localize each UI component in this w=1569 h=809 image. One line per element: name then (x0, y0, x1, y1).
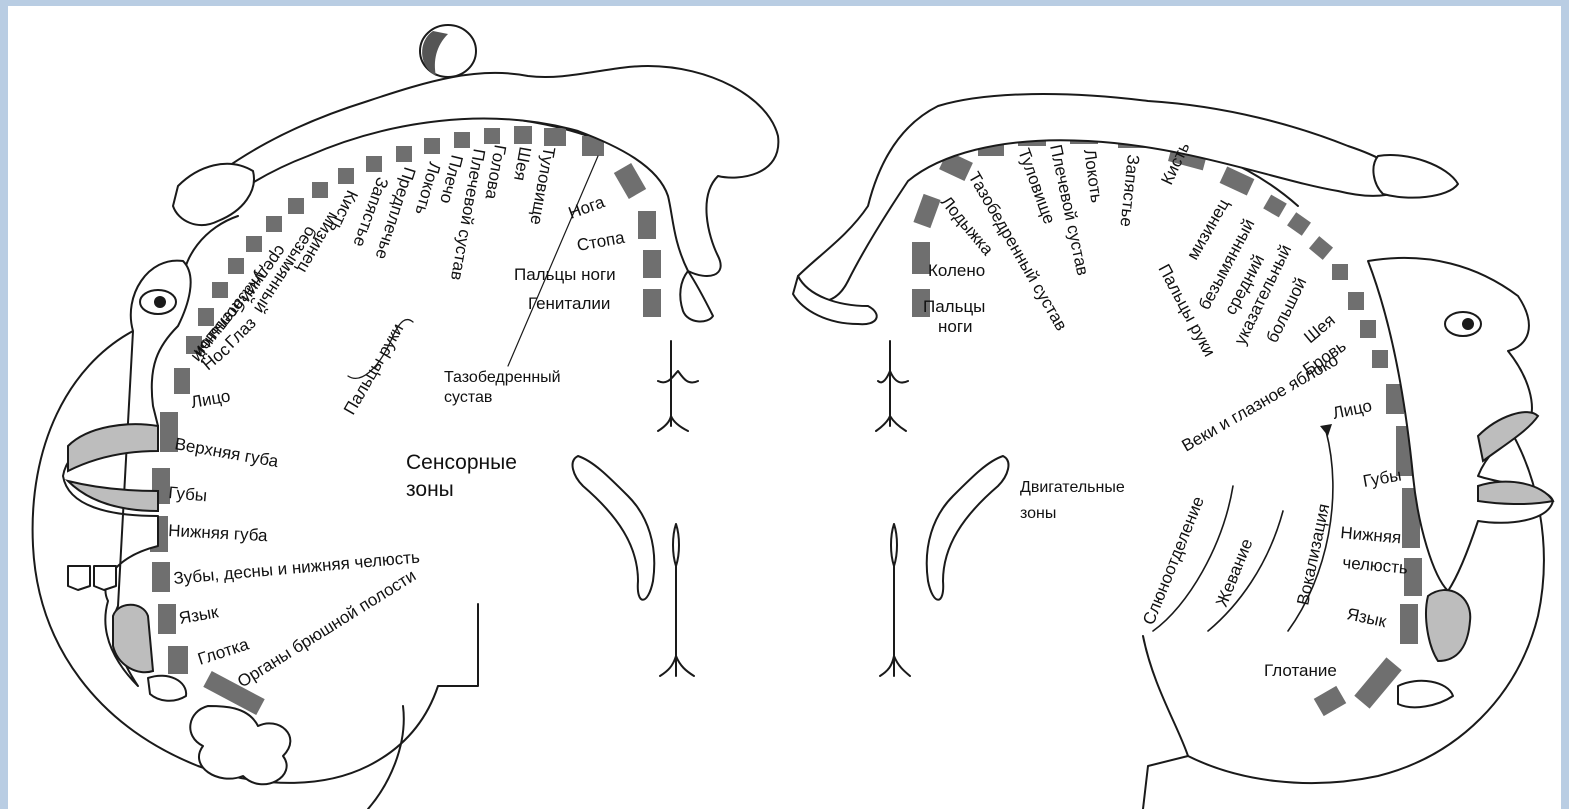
sensory-band-segment (454, 132, 470, 148)
sensory-band-segment (152, 562, 170, 592)
motor-midline (876, 341, 908, 431)
sensory-band-segment (246, 236, 262, 252)
motor-label-yazyk: Язык (1345, 604, 1388, 631)
motor-title-line1: Двигательные (1020, 479, 1125, 496)
motor-labels: Пальцы ноги Колено Лодыжка Тазобедренный… (923, 139, 1409, 680)
label-organy: Органы брюшной полости (234, 566, 419, 692)
sensory-band-segment (424, 138, 440, 154)
motor-label-glotanie: Глотание (1264, 661, 1337, 680)
sensory-band-segment (643, 250, 661, 278)
sensory-band-segment (338, 168, 354, 184)
sensory-band-segment (544, 128, 566, 146)
sensory-pharynx-icon (148, 676, 186, 701)
label-stopa: Стопа (575, 228, 626, 255)
sensory-hemisphere: Нога Стопа Пальцы ноги Гениталии Туловищ… (33, 25, 779, 809)
sensory-band-segment (288, 198, 304, 214)
sensory-midline (658, 341, 698, 431)
motor-ventricle (927, 456, 1009, 600)
motor-label-veki: Веки и глазное яблоко (1179, 350, 1342, 455)
motor-brainstem-line (1143, 636, 1188, 756)
motor-tongue (1426, 590, 1470, 661)
sensory-brainstem-line (368, 706, 404, 809)
label-sheya: Шея (510, 145, 535, 182)
motor-band-segment (1287, 212, 1311, 235)
label-yazyk: Язык (177, 602, 220, 628)
motor-label-paltsy-2: ноги (938, 317, 973, 336)
sensory-hip-pointer (508, 156, 598, 366)
motor-band-segment (1372, 350, 1388, 368)
motor-label-chelyust: челюсть (1342, 553, 1409, 578)
sensory-band-segment (643, 289, 661, 317)
sensory-band-segment (484, 128, 500, 144)
sensory-foot (680, 271, 713, 321)
motor-throat-icon (1398, 681, 1453, 707)
sensory-midline-lower (660, 524, 694, 676)
sensory-title-line2: зоны (406, 478, 454, 501)
sensory-ventricle (573, 456, 655, 600)
sensory-band-segment (366, 156, 382, 172)
sensory-band-segment (168, 646, 188, 674)
sensory-title-line1: Сенсорные (406, 451, 517, 474)
motor-label-lokot: Локоть (1080, 148, 1106, 204)
motor-label-slyunootdelenie: Слюноотделение (1139, 494, 1208, 628)
sensory-band-segment (614, 163, 646, 199)
motor-band-segment (1360, 320, 1376, 338)
sensory-band-segment (514, 126, 532, 144)
motor-band-segment (1314, 686, 1347, 716)
motor-band-segment (1309, 236, 1333, 260)
label-paltsy-ruki: Пальцы руки (340, 320, 407, 418)
sensory-band-segment (212, 282, 228, 298)
label-verkhnyaya-guba: Верхняя губа (173, 434, 280, 471)
label-litso: Лицо (189, 386, 231, 412)
motor-label-zapyastye: Запястье (1116, 154, 1142, 228)
motor-hemisphere: Пальцы ноги Колено Лодыжка Тазобедренный… (793, 94, 1553, 809)
diagram-canvas: Нога Стопа Пальцы ноги Гениталии Туловищ… (8, 6, 1561, 809)
label-noga: Нога (566, 192, 608, 223)
sensory-band-segment (266, 216, 282, 232)
label-nizhnyaya-guba: Нижняя губа (168, 521, 269, 545)
label-tazobedr-2: сустав (444, 389, 492, 406)
label-genitalii: Гениталии (528, 294, 610, 313)
motor-midline-lower (880, 524, 910, 676)
motor-band-segment (1263, 195, 1287, 218)
sensory-band-segment (158, 604, 176, 634)
motor-label-paltsy-1: Пальцы (923, 297, 985, 316)
label-tazobedr-1: Тазобедренный (444, 369, 561, 386)
motor-band-segment (1332, 264, 1348, 280)
sensory-intestine-icon (190, 706, 290, 784)
label-paltsy-nogi: Пальцы ноги (514, 265, 616, 284)
motor-band-segment (1348, 292, 1364, 310)
motor-lower-lip (1478, 482, 1553, 504)
sensory-band-segment (174, 368, 190, 394)
homunculus-diagram: Нога Стопа Пальцы ноги Гениталии Туловищ… (8, 6, 1561, 809)
label-guby: Губы (168, 483, 208, 505)
label-glotka: Глотка (195, 634, 251, 668)
sensory-pupil-icon (154, 296, 166, 308)
motor-label-zhevanie: Жевание (1212, 536, 1256, 609)
motor-label-koleno: Колено (928, 261, 985, 280)
sensory-labels: Нога Стопа Пальцы ноги Гениталии Туловищ… (168, 143, 627, 691)
sensory-hand (173, 164, 254, 225)
motor-label-vokalizatsiya: Вокализация (1293, 502, 1333, 607)
sensory-band-segment (228, 258, 244, 274)
chewing-arrow (1208, 511, 1283, 631)
motor-label-litso: Лицо (1331, 396, 1374, 423)
motor-band-segment (1400, 604, 1418, 644)
sensory-teeth-icon (68, 566, 116, 590)
motor-title-line2: зоны (1020, 505, 1056, 522)
motor-band-segment (1354, 657, 1401, 708)
motor-pupil-icon (1462, 318, 1474, 330)
sensory-band-segment (638, 211, 656, 239)
sensory-band-segment (396, 146, 412, 162)
motor-band-segment (913, 194, 940, 228)
motor-label-nizhnyaya: Нижняя (1340, 523, 1402, 547)
motor-fist-icon (1373, 155, 1458, 198)
motor-label-guby: Губы (1361, 466, 1402, 491)
sensory-band-segment (312, 182, 328, 198)
